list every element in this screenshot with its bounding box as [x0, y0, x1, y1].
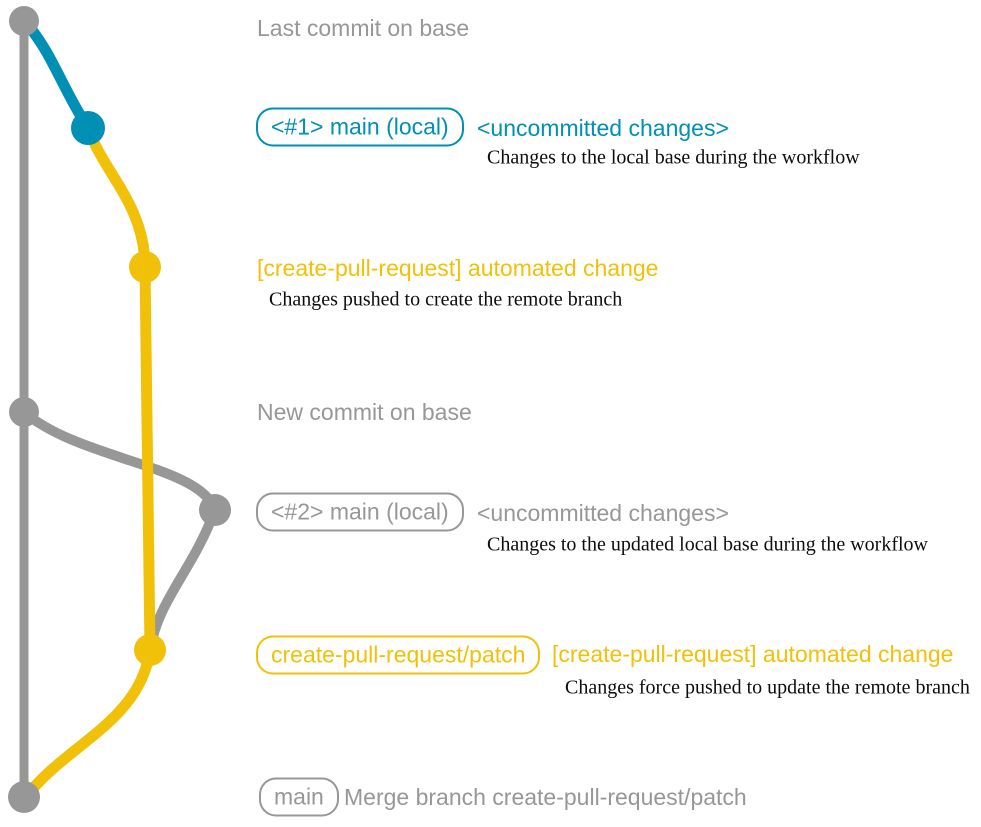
branch-badge-local-main-2: <#2> main (local): [256, 492, 464, 532]
branch-badge-local-main-1: <#1> main (local): [256, 107, 464, 147]
annotation-uncommitted-changes-1: <uncommitted changes>: [477, 114, 729, 141]
description-automated-change-2: Changes force pushed to update the remot…: [565, 676, 970, 699]
label-new-commit-on-base: New commit on base: [257, 398, 472, 425]
commit-node-merge: [8, 781, 40, 813]
commit-node-local-main-2: [199, 494, 231, 526]
edge-patch-merge-to-base: [20, 644, 156, 803]
title-automated-change-2: [create-pull-request] automated change: [552, 640, 954, 667]
branch-badge-create-pull-request-patch: create-pull-request/patch: [256, 635, 541, 675]
label-merge-branch: Merge branch create-pull-request/patch: [344, 783, 747, 810]
commit-node-patch-2: [134, 634, 166, 666]
description-local-base-1: Changes to the local base during the wor…: [487, 146, 860, 169]
commit-node-patch-1: [129, 251, 161, 283]
edge-base-to-local2: [19, 407, 220, 515]
edge-base-to-local1: [18, 15, 94, 134]
annotation-uncommitted-changes-2: <uncommitted changes>: [477, 499, 729, 526]
title-automated-change-1: [create-pull-request] automated change: [257, 254, 659, 281]
edge-local1-to-patch-branch: [82, 122, 156, 656]
description-automated-change-1: Changes pushed to create the remote bran…: [269, 288, 623, 311]
branch-badge-main: main: [259, 777, 339, 817]
commit-node-local-main-1: [71, 111, 105, 145]
label-last-commit-on-base: Last commit on base: [257, 14, 470, 41]
description-local-base-2: Changes to the updated local base during…: [487, 533, 928, 556]
edge-local2-to-patch: [145, 505, 220, 655]
commit-node-new-base: [9, 397, 39, 427]
commit-node-last-base: [9, 6, 39, 36]
